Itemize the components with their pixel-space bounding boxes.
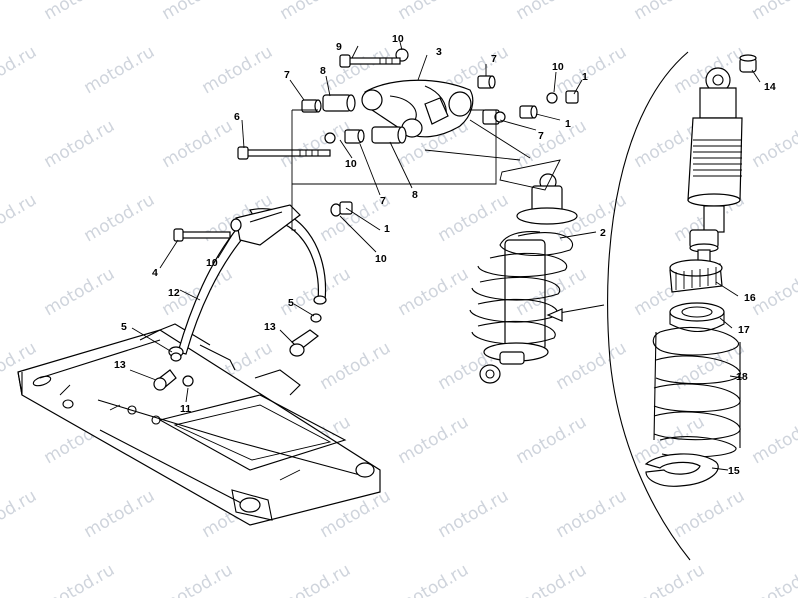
- lower-rod-hardware: [173, 201, 353, 242]
- watermark-text: motod.ru: [159, 560, 237, 598]
- watermark-text: motod.ru: [513, 116, 591, 172]
- callout-13-bolt-left: 13: [114, 359, 126, 371]
- watermark-text: motod.ru: [81, 486, 159, 542]
- shock-absorber-assembly: [469, 173, 578, 384]
- callout-13-bolt-right: 13: [264, 321, 276, 333]
- watermark-text: motod.ru: [81, 190, 159, 246]
- watermark-text: motod.ru: [553, 338, 631, 394]
- callout-17-spring-seat: 17: [738, 324, 750, 336]
- callout-2-shock-absorber: 2: [600, 227, 606, 239]
- callout-4-bolt: 4: [152, 267, 158, 279]
- watermark-text: motod.ru: [0, 190, 40, 246]
- watermark-text: motod.ru: [41, 0, 119, 24]
- callout-10-washer-lower: 10: [375, 253, 387, 265]
- watermark-text: motod.ru: [395, 412, 473, 468]
- callout-12-linkage-rod: 12: [168, 287, 180, 299]
- callout-1-lock-nut-lower: 1: [384, 223, 390, 235]
- mount-bolts: [153, 313, 322, 391]
- bell-crank-linkage: [361, 79, 474, 138]
- watermark-text: motod.ru: [631, 560, 709, 598]
- upper-linkage-hardware: [301, 48, 579, 144]
- swingarm: [17, 323, 381, 526]
- callout-10-washer-left: 10: [206, 257, 218, 269]
- callout-10-washer-right: 10: [552, 61, 564, 73]
- watermark-text: motod.ru: [317, 338, 395, 394]
- watermark-text: motod.ru: [513, 0, 591, 24]
- spring-seat: [669, 302, 725, 333]
- watermark-text: motod.ru: [199, 42, 277, 98]
- watermark-text: motod.ru: [749, 264, 798, 320]
- callout-8-spacer-lower: 8: [412, 189, 418, 201]
- watermark-text: motod.ru: [513, 264, 591, 320]
- watermark-text: motod.ru: [631, 0, 709, 24]
- watermark-text: motod.ru: [553, 42, 631, 98]
- watermark-text: motod.ru: [749, 116, 798, 172]
- watermark-text: motod.ru: [395, 560, 473, 598]
- watermark-text: motod.ru: [553, 486, 631, 542]
- callout-1-lock-nut-middle: 1: [565, 118, 571, 130]
- callout-leaders: [129, 41, 761, 471]
- callout-8-spacer-upper: 8: [320, 65, 326, 77]
- exploded-view-arc: [546, 51, 691, 561]
- callout-15-retainer-clip: 15: [728, 465, 740, 477]
- watermark-text: motod.ru: [81, 42, 159, 98]
- watermark-text: motod.ru: [749, 560, 798, 598]
- callout-7-bushing-right: 7: [538, 130, 544, 142]
- watermark-text: motod.ru: [749, 412, 798, 468]
- watermark-text: motod.ru: [435, 486, 513, 542]
- watermark-text: motod.ru: [277, 264, 355, 320]
- watermark-text: motod.ru: [749, 0, 798, 24]
- callout-7-bushing-top-right: 7: [491, 53, 497, 65]
- watermark-text: motod.ru: [513, 412, 591, 468]
- watermark-text: motod.ru: [159, 0, 237, 24]
- watermark-text: motod.ru: [435, 190, 513, 246]
- watermark-text: motod.ru: [513, 560, 591, 598]
- callout-16-adjuster-collar: 16: [744, 292, 756, 304]
- callout-14-top-bushing: 14: [764, 81, 776, 93]
- callout-5-nut-right: 5: [288, 297, 294, 309]
- callout-9-bolt: 9: [336, 41, 342, 53]
- watermark-text: motod.ru: [277, 560, 355, 598]
- callout-labels: 1 1 1 2 3 4 5 5 6 7 7 7 7 8 8 9 10 10 10…: [114, 33, 776, 477]
- callout-10-washer-middle: 10: [345, 158, 357, 170]
- watermark-text: motod.ru: [41, 560, 119, 598]
- watermark-text: motod.ru: [277, 0, 355, 24]
- callout-3-bell-crank: 3: [436, 46, 442, 58]
- callout-7-bushing-lower: 7: [380, 195, 386, 207]
- shock-body-exploded: [687, 67, 743, 265]
- callout-10-washer-top: 10: [392, 33, 404, 45]
- callout-7-bushing-left: 7: [284, 69, 290, 81]
- top-mount-bushing: [739, 54, 757, 73]
- watermark-text: motod.ru: [41, 116, 119, 172]
- callout-1-lock-nut-upper: 1: [582, 71, 588, 83]
- spring-adjuster-collar: [669, 259, 723, 293]
- watermark-text: motod.ru: [0, 42, 40, 98]
- watermark-text: motod.ru: [41, 264, 119, 320]
- callout-18-coil-spring: 18: [736, 371, 748, 383]
- watermark-text: motod.ru: [395, 0, 473, 24]
- assembly-guide-lines: [291, 109, 561, 231]
- spring-retainer-clip: [644, 453, 719, 487]
- callout-6-long-bolt: 6: [234, 111, 240, 123]
- coil-spring: [652, 326, 741, 458]
- watermark-text: motod.ru: [671, 486, 749, 542]
- watermark-text: motod.ru: [395, 264, 473, 320]
- linkage-rod: [168, 204, 327, 358]
- linkage-bolts: [237, 54, 401, 160]
- callout-11-washer: 11: [180, 403, 191, 415]
- watermark-text: motod.ru: [159, 116, 237, 172]
- callout-5-nut-left: 5: [121, 321, 127, 333]
- watermark-text: motod.ru: [0, 486, 40, 542]
